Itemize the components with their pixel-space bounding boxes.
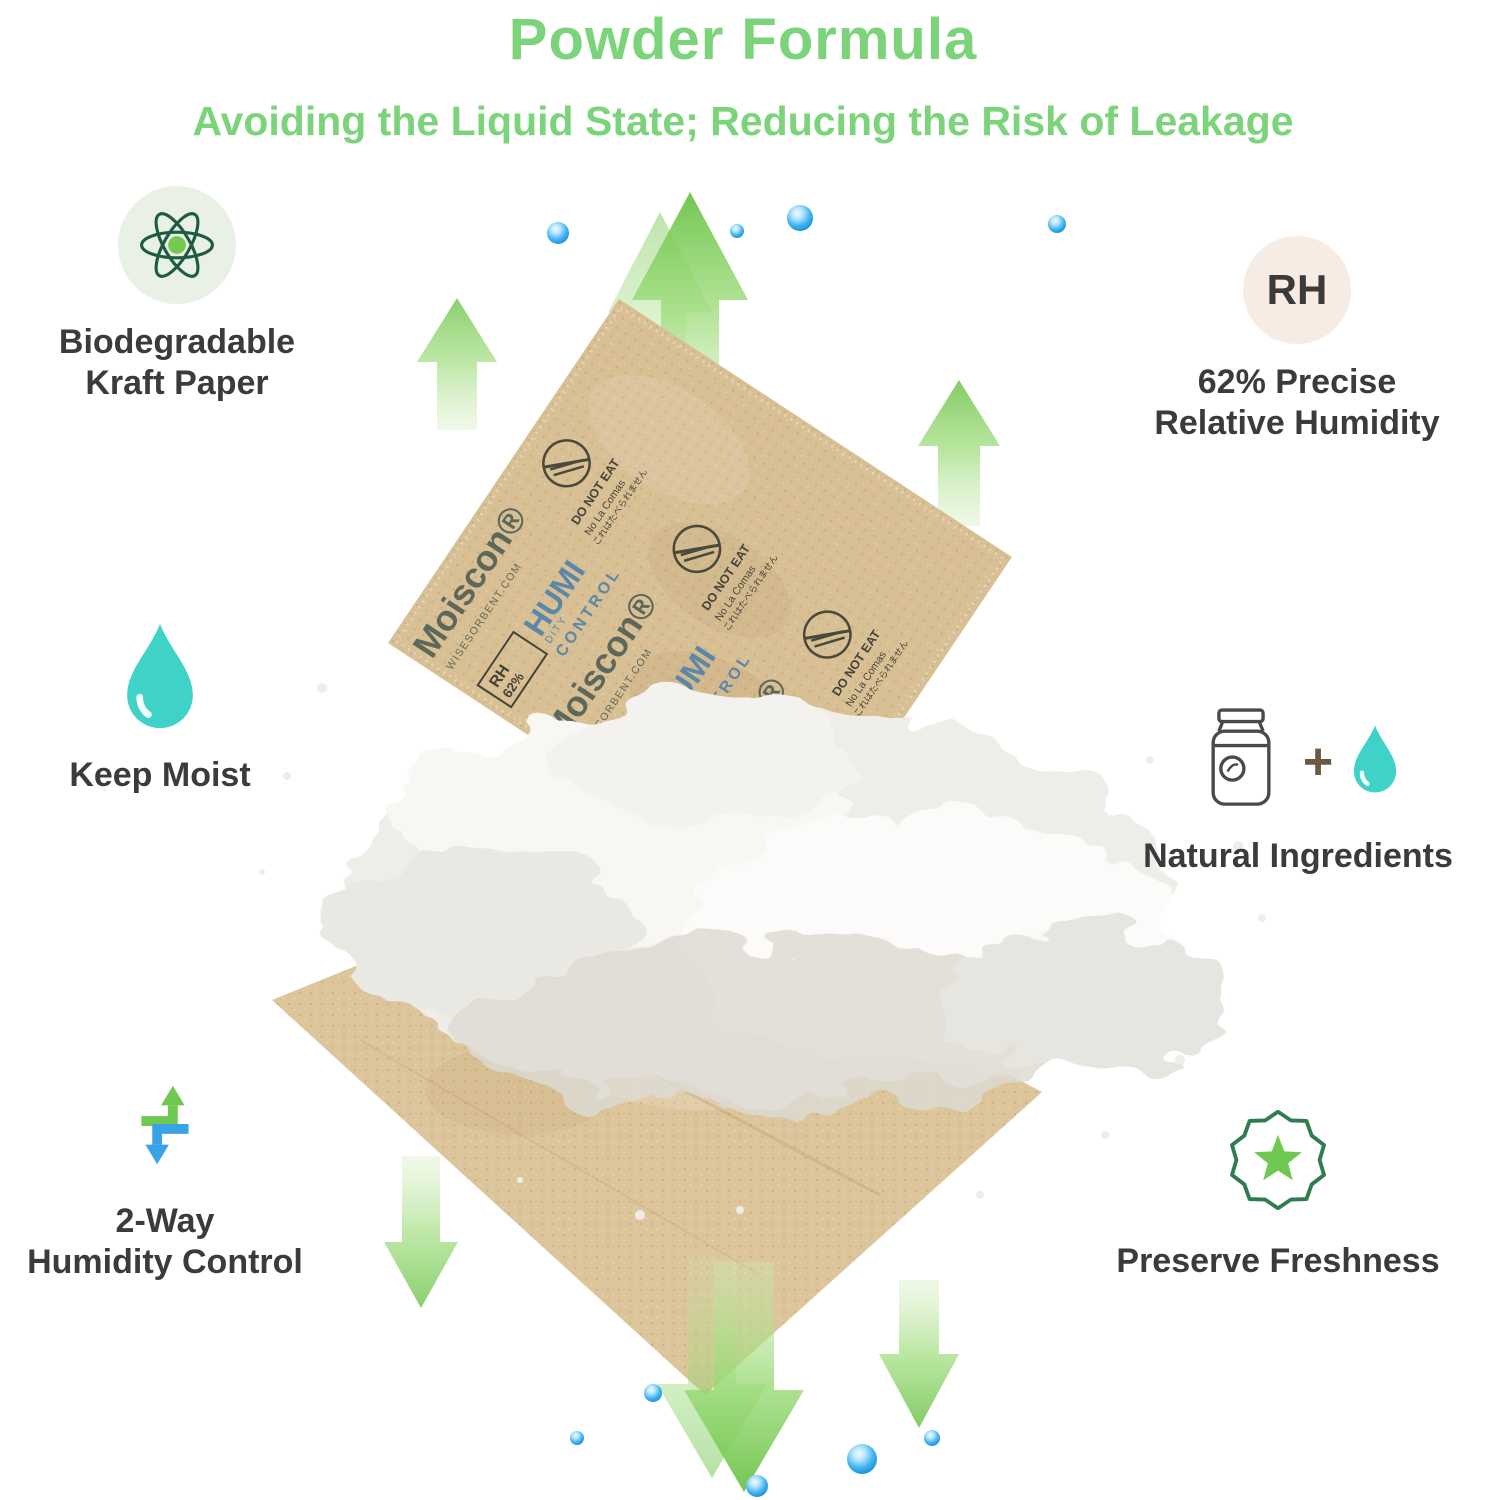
- down-arrow-left: [384, 1156, 458, 1308]
- atom-icon: [118, 186, 236, 304]
- water-drop-icon: [116, 620, 204, 737]
- down-arrow-right: [879, 1280, 959, 1428]
- page-title: Powder Formula: [508, 7, 978, 72]
- star-seal-icon: [1220, 1102, 1336, 1223]
- down-arrow-main: [684, 1262, 804, 1492]
- plus-sign: +: [1302, 732, 1334, 791]
- feature-natural: + Natural Ingredients: [1110, 705, 1486, 877]
- label-line: 2-Way: [115, 1202, 215, 1240]
- up-arrow-left: [417, 298, 497, 430]
- powder-specks: [259, 683, 1266, 1220]
- down-arrows: [384, 1156, 959, 1492]
- feature-rh-label: 62% Precise Relative Humidity: [1154, 362, 1439, 444]
- feature-biodegradable: Biodegradable Kraft Paper: [17, 186, 337, 404]
- water-droplet: [746, 1475, 768, 1497]
- feature-keep-moist-label: Keep Moist: [69, 756, 251, 794]
- water-droplet: [787, 205, 813, 231]
- water-droplet: [924, 1430, 940, 1446]
- rh-circle-badge: RH: [1243, 236, 1351, 344]
- feature-natural-label: Natural Ingredients: [1143, 837, 1453, 875]
- feature-biodegradable-label: Biodegradable Kraft Paper: [59, 322, 295, 404]
- jar-icon: [1193, 705, 1289, 818]
- feature-rh: RH 62% Precise Relative Humidity: [1117, 236, 1477, 444]
- water-droplet: [1048, 215, 1066, 233]
- water-droplet: [547, 222, 569, 244]
- water-droplet: [847, 1444, 877, 1474]
- feature-two-way: 2-Way Humidity Control: [5, 1072, 325, 1283]
- label-line: 62% Precise: [1197, 363, 1397, 401]
- label-line: Biodegradable: [58, 323, 296, 361]
- water-droplet: [730, 224, 744, 238]
- page-subtitle: Avoiding the Liquid State; Reducing the …: [192, 98, 1294, 144]
- water-drop-icon: [1347, 723, 1403, 800]
- feature-keep-moist: Keep Moist: [10, 620, 310, 796]
- water-droplets: [547, 205, 1066, 1497]
- label-line: Kraft Paper: [85, 363, 269, 402]
- label-line: Relative Humidity: [1154, 403, 1440, 442]
- two-way-arrows-icon: [112, 1072, 218, 1183]
- water-droplet: [570, 1431, 584, 1445]
- feature-two-way-label: 2-Way Humidity Control: [27, 1201, 303, 1283]
- feature-freshness: Preserve Freshness: [1090, 1102, 1466, 1282]
- label-line: Humidity Control: [27, 1242, 303, 1281]
- up-arrow-right: [918, 380, 1000, 526]
- natural-ingredients-icons: +: [1193, 705, 1403, 818]
- powder-pile: [330, 690, 1230, 1110]
- feature-freshness-label: Preserve Freshness: [1116, 1242, 1440, 1280]
- water-droplet: [644, 1384, 662, 1402]
